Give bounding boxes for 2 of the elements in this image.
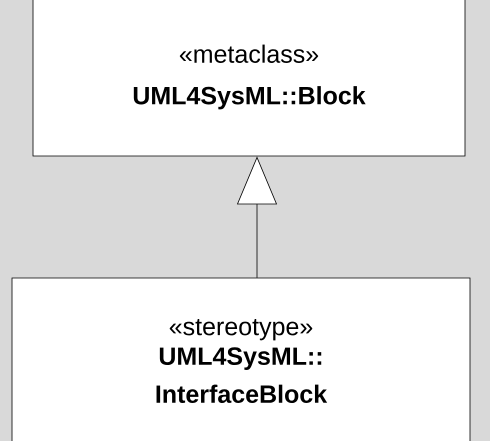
class-box: «metaclass» UML4SysML::Block	[32, 0, 466, 156]
class-box: «stereotype» UML4SysML:: InterfaceBlock	[12, 278, 470, 441]
